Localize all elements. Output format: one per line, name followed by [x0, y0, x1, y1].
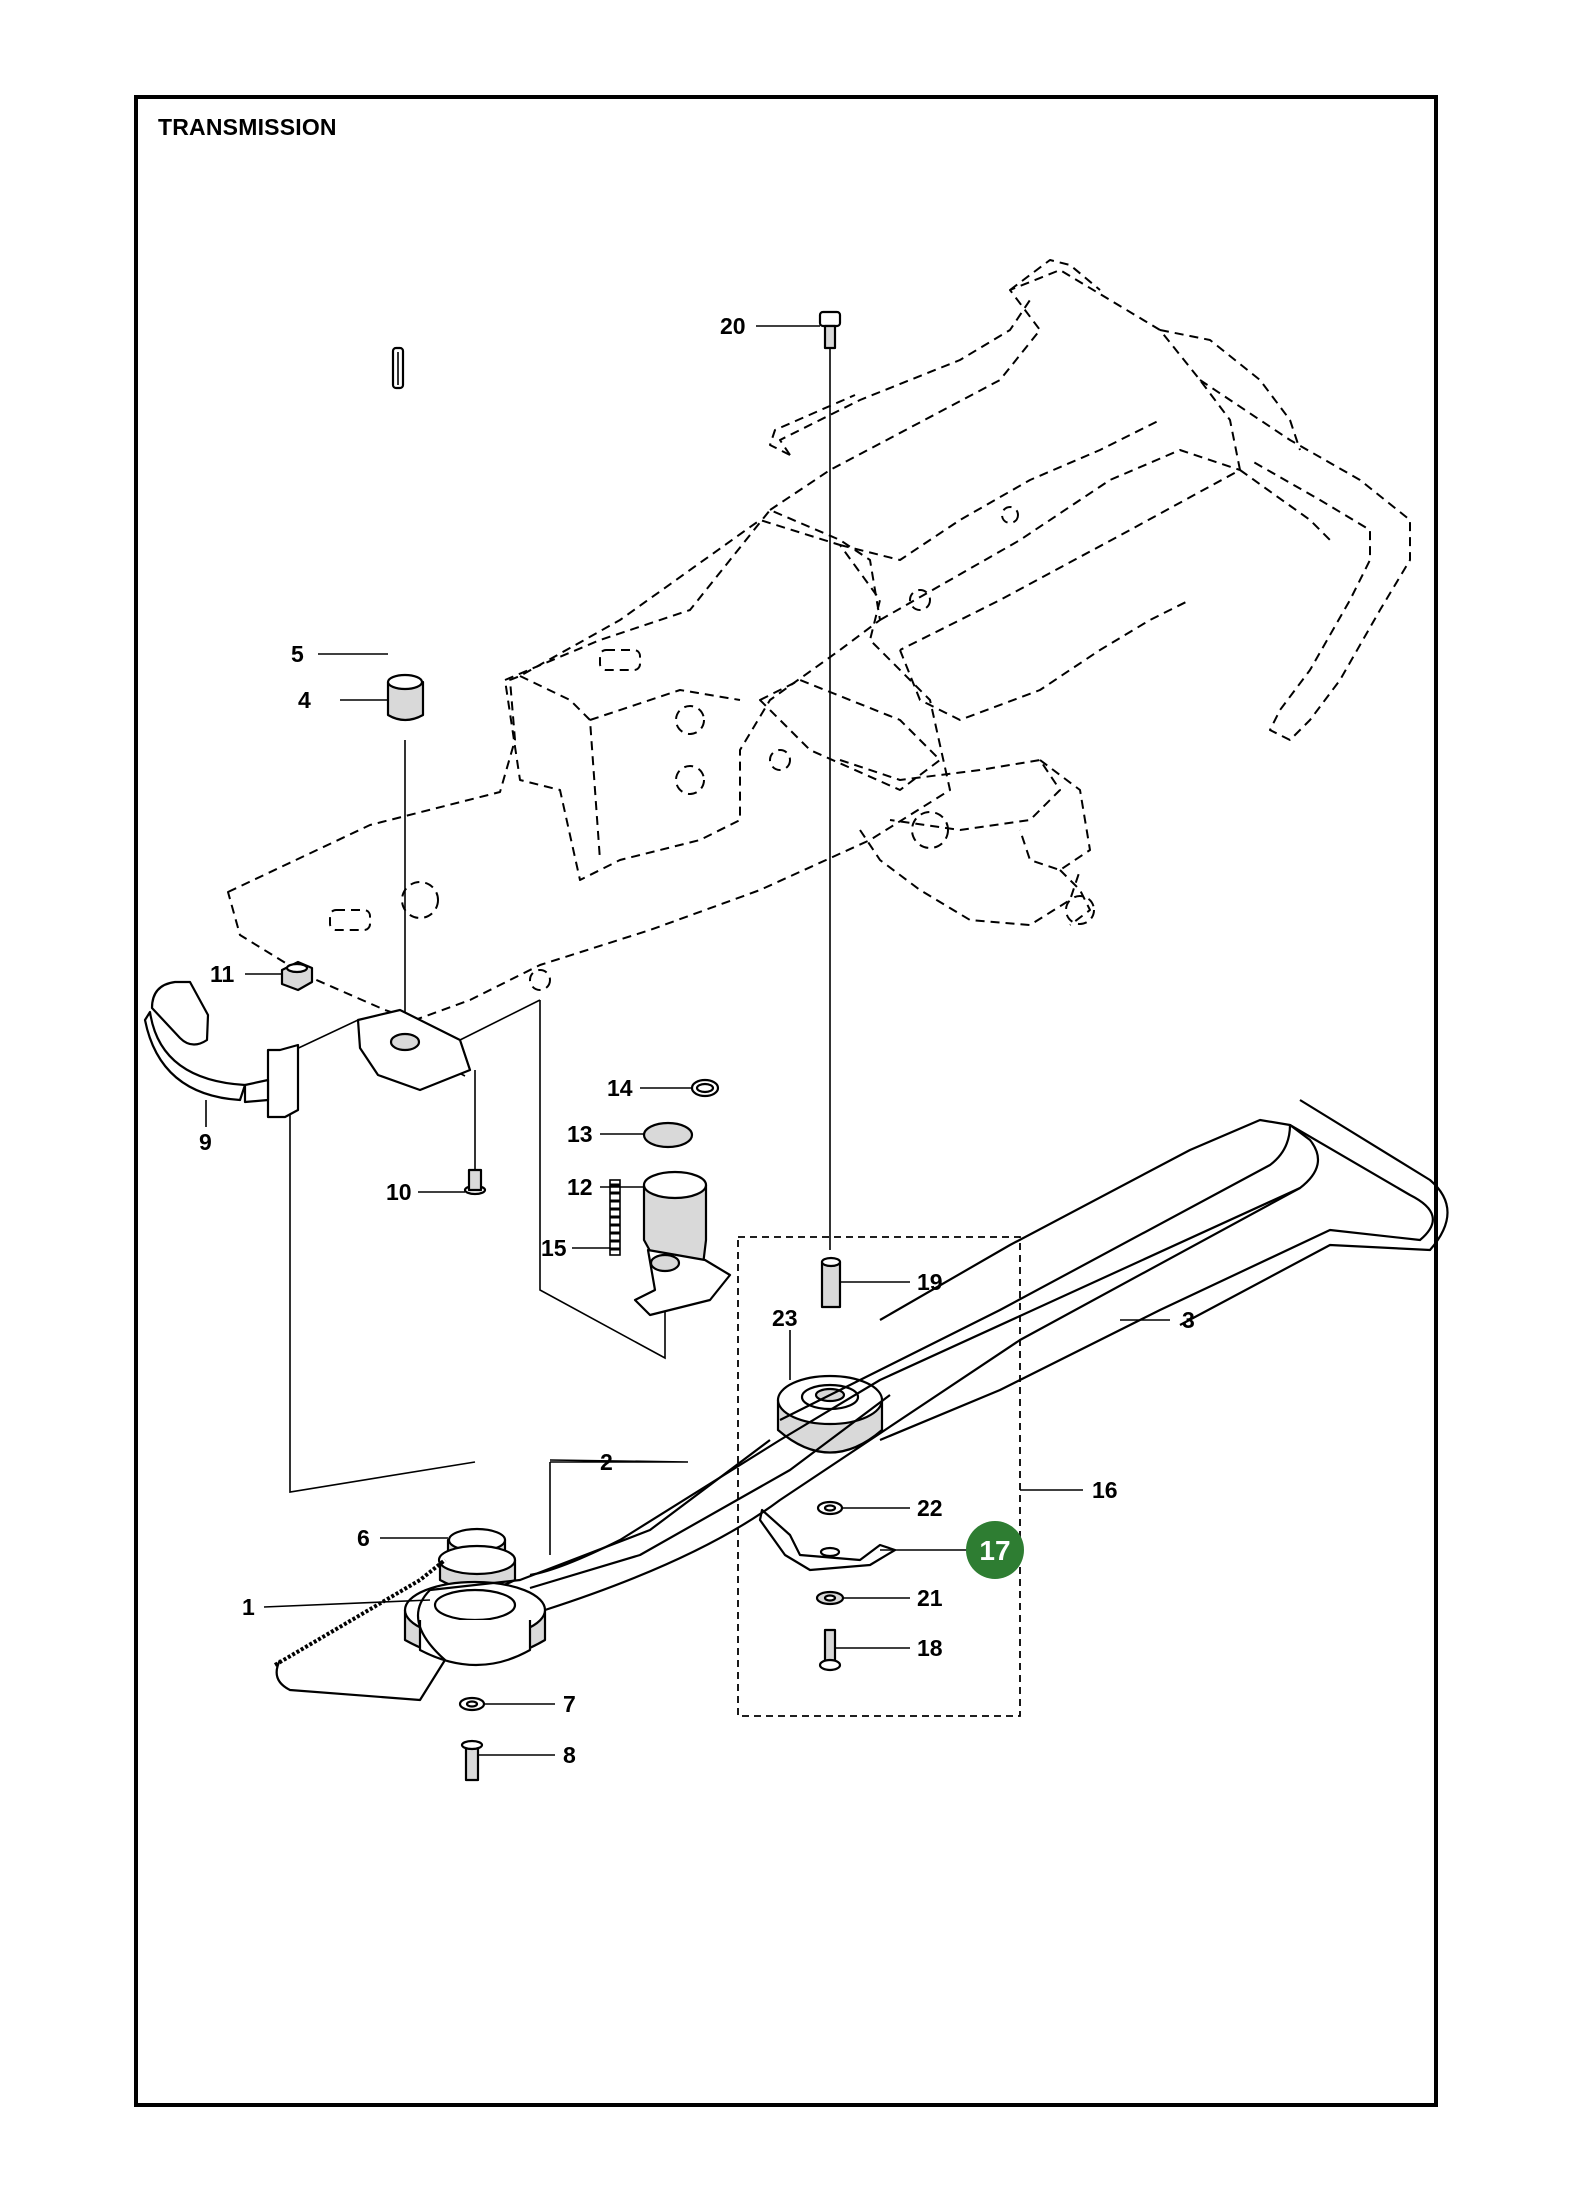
- page-title: TRANSMISSION: [158, 114, 337, 140]
- part-spacer-19: [820, 1256, 842, 1309]
- part-bolt-20: [818, 310, 842, 350]
- callout-labels: 1 2 3 4 5 6 7 8 9 10 11 12 13 14 15 16 1…: [199, 313, 1195, 1768]
- part-bracket-9: [143, 980, 300, 1119]
- part-washer-7: [458, 1696, 486, 1712]
- part-bushing-4: [386, 673, 425, 722]
- callout-3: 3: [1182, 1307, 1195, 1333]
- part-pulley-23: [776, 1374, 884, 1454]
- callout-11: 11: [210, 961, 235, 987]
- chassis-frame: [227, 259, 1411, 1021]
- callout-21: 21: [917, 1585, 943, 1611]
- part-pin-5: [391, 346, 405, 390]
- callout-23: 23: [772, 1305, 798, 1331]
- leader-lines: [205, 325, 1170, 1756]
- part-washer-21: [815, 1590, 845, 1606]
- callout-15: 15: [541, 1235, 567, 1261]
- callout-6: 6: [357, 1525, 370, 1551]
- part-washer-22: [816, 1500, 844, 1516]
- callout-9: 9: [199, 1129, 212, 1155]
- part-spring-15: [609, 1179, 621, 1256]
- callout-18: 18: [917, 1635, 943, 1661]
- part-idler-arm-12: [633, 1170, 732, 1317]
- callout-4: 4: [298, 687, 311, 713]
- callout-12: 12: [567, 1174, 593, 1200]
- callout-14: 14: [607, 1075, 633, 1101]
- callout-20: 20: [720, 313, 746, 339]
- part-pulley-1: [403, 1580, 547, 1666]
- page-frame: [134, 95, 1438, 2107]
- part-bolt-18: [818, 1628, 842, 1672]
- callout-7: 7: [563, 1691, 576, 1717]
- callout-2: 2: [600, 1449, 613, 1475]
- part-bolt-8: [460, 1739, 484, 1782]
- belt-3: [544, 1099, 1449, 1612]
- callout-10: 10: [386, 1179, 412, 1205]
- callout-1: 1: [242, 1594, 255, 1620]
- callout-16: 16: [1092, 1477, 1118, 1503]
- callout-13: 13: [567, 1121, 593, 1147]
- callout-19: 19: [917, 1269, 943, 1295]
- belt-1-toothed: [273, 1439, 771, 1702]
- callout-5: 5: [291, 641, 304, 667]
- callout-8: 8: [563, 1742, 576, 1768]
- assembly-guide-lines: [289, 340, 831, 1493]
- callout-22: 22: [917, 1495, 943, 1521]
- part-bolt-10: [463, 1168, 487, 1196]
- part-disc-13: [642, 1121, 694, 1149]
- part-belt-guide-17: [758, 1508, 897, 1572]
- highlight-badge-17: [966, 1521, 1024, 1579]
- part-nut-11: [280, 960, 314, 992]
- part-mount-plate: [356, 1008, 472, 1092]
- belt-2: [529, 1186, 1301, 1590]
- assembly-box-16: [737, 1236, 1021, 1717]
- part-ring-14: [690, 1078, 720, 1098]
- callout-17: 17: [979, 1535, 1010, 1566]
